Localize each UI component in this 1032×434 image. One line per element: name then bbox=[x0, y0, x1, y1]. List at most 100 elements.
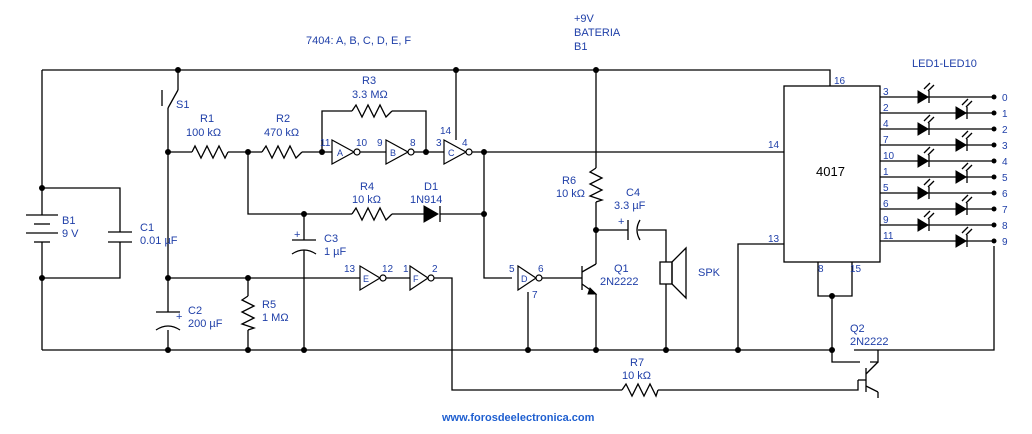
gate-d-pin-in: 5 bbox=[509, 264, 515, 275]
led-row: 104 bbox=[880, 146, 1008, 168]
r2-ref: R2 bbox=[276, 113, 290, 125]
ic-output-pin: 4 bbox=[883, 119, 889, 130]
output-number: 9 bbox=[1002, 237, 1008, 248]
speaker-spk bbox=[659, 246, 687, 300]
led-diode-icon bbox=[917, 218, 929, 232]
capacitor-c1 bbox=[108, 231, 132, 243]
capacitor-c2: + bbox=[155, 311, 182, 331]
led-diode-icon bbox=[917, 186, 929, 200]
output-number: 4 bbox=[1002, 157, 1008, 168]
r1-ref: R1 bbox=[200, 113, 214, 125]
q1-value: 2N2222 bbox=[600, 276, 639, 288]
output-number: 8 bbox=[1002, 221, 1008, 232]
output-number: 5 bbox=[1002, 173, 1008, 184]
r1-value: 100 kΩ bbox=[186, 127, 221, 139]
gate-d-pin-out: 6 bbox=[538, 264, 544, 275]
d1-ref: D1 bbox=[424, 181, 438, 193]
led-diode-icon bbox=[955, 202, 967, 216]
gate-c: C bbox=[443, 138, 473, 166]
r2-value: 470 kΩ bbox=[264, 127, 299, 139]
gate-c-pin-out: 4 bbox=[462, 138, 468, 149]
ic-pin-rst: 15 bbox=[850, 264, 862, 275]
r6-value: 10 kΩ bbox=[556, 188, 585, 200]
ic-4017 bbox=[783, 85, 881, 263]
resistor-r6 bbox=[588, 167, 605, 203]
leds-label: LED1-LED10 bbox=[912, 58, 977, 70]
wires bbox=[41, 69, 995, 391]
led-diode-icon bbox=[917, 122, 929, 136]
junctions bbox=[39, 67, 835, 353]
gate-f-pin-in: 1 bbox=[403, 264, 409, 275]
ic-output-pin: 6 bbox=[883, 199, 889, 210]
resistor-r4 bbox=[351, 206, 393, 222]
led-row: 30 bbox=[880, 82, 1008, 104]
svg-text:F: F bbox=[413, 274, 419, 284]
output-number: 3 bbox=[1002, 141, 1008, 152]
c4-ref: C4 bbox=[626, 187, 640, 199]
r7-ref: R7 bbox=[630, 357, 644, 369]
switch-s1 bbox=[161, 89, 179, 109]
capacitor-c3: + bbox=[291, 229, 317, 255]
led-diode-icon bbox=[955, 106, 967, 120]
resistor-r3 bbox=[351, 103, 393, 119]
q2-value: 2N2222 bbox=[850, 336, 889, 348]
s1-ref: S1 bbox=[176, 99, 189, 111]
supply-label-source: BATERIA bbox=[574, 27, 621, 39]
r4-ref: R4 bbox=[360, 181, 374, 193]
led-diode-icon bbox=[955, 138, 967, 152]
diode-d1 bbox=[423, 205, 441, 223]
led-row: 67 bbox=[880, 194, 1008, 216]
ic-pin-clk: 14 bbox=[768, 140, 780, 151]
c2-ref: C2 bbox=[188, 305, 202, 317]
supply-label-voltage: +9V bbox=[574, 13, 595, 25]
led-row: 42 bbox=[880, 114, 1008, 136]
output-number: 2 bbox=[1002, 125, 1008, 136]
output-number: 1 bbox=[1002, 109, 1008, 120]
c3-ref: C3 bbox=[324, 233, 338, 245]
b1-value: 9 V bbox=[62, 228, 79, 240]
gate-a-pin-out: 10 bbox=[356, 138, 368, 149]
resistor-r5 bbox=[240, 295, 257, 331]
r3-ref: R3 bbox=[362, 75, 376, 87]
ic-output-pin: 7 bbox=[883, 135, 889, 146]
ic-output-pin: 2 bbox=[883, 103, 889, 114]
website-link[interactable]: www.forosdeelectronica.com bbox=[441, 412, 595, 424]
b1-ref: B1 bbox=[62, 215, 75, 227]
ic-label: 4017 bbox=[816, 164, 845, 179]
svg-text:B: B bbox=[390, 148, 396, 158]
svg-text:D: D bbox=[521, 274, 528, 284]
gate-b-pin-out: 8 bbox=[410, 138, 416, 149]
gate-f-pin-out: 2 bbox=[432, 264, 438, 275]
gate-b: B bbox=[385, 138, 415, 166]
r5-value: 1 MΩ bbox=[262, 312, 289, 324]
gate-c-pin-vcc: 14 bbox=[440, 126, 452, 137]
led-row: 56 bbox=[880, 178, 1008, 200]
ic-pin-gnd: 8 bbox=[818, 264, 824, 275]
svg-text:A: A bbox=[337, 148, 343, 158]
led-diode-icon bbox=[917, 90, 929, 104]
svg-text:+: + bbox=[294, 229, 300, 241]
output-number: 7 bbox=[1002, 205, 1008, 216]
c4-value: 3.3 µF bbox=[614, 200, 646, 212]
led-diode-icon bbox=[917, 154, 929, 168]
gates-note: 7404: A, B, C, D, E, F bbox=[306, 35, 411, 47]
r7-value: 10 kΩ bbox=[622, 370, 651, 382]
ic-output-pin: 9 bbox=[883, 215, 889, 226]
r6-ref: R6 bbox=[562, 175, 576, 187]
spk-ref: SPK bbox=[698, 267, 721, 279]
led-diode-icon bbox=[955, 234, 967, 248]
resistor-r1 bbox=[191, 144, 229, 160]
q2-ref: Q2 bbox=[850, 323, 865, 335]
led-row: 15 bbox=[880, 162, 1008, 184]
supply-label-ref: B1 bbox=[574, 41, 587, 53]
svg-text:C: C bbox=[448, 148, 455, 158]
c2-value: 200 µF bbox=[188, 318, 223, 330]
r5-ref: R5 bbox=[262, 299, 276, 311]
gate-e-pin-in: 13 bbox=[344, 264, 356, 275]
transistor-q2 bbox=[858, 361, 879, 398]
led-row: 119 bbox=[880, 226, 1008, 248]
q1-ref: Q1 bbox=[614, 263, 629, 275]
led-row: 98 bbox=[880, 210, 1008, 232]
r3-value: 3.3 MΩ bbox=[352, 89, 388, 101]
